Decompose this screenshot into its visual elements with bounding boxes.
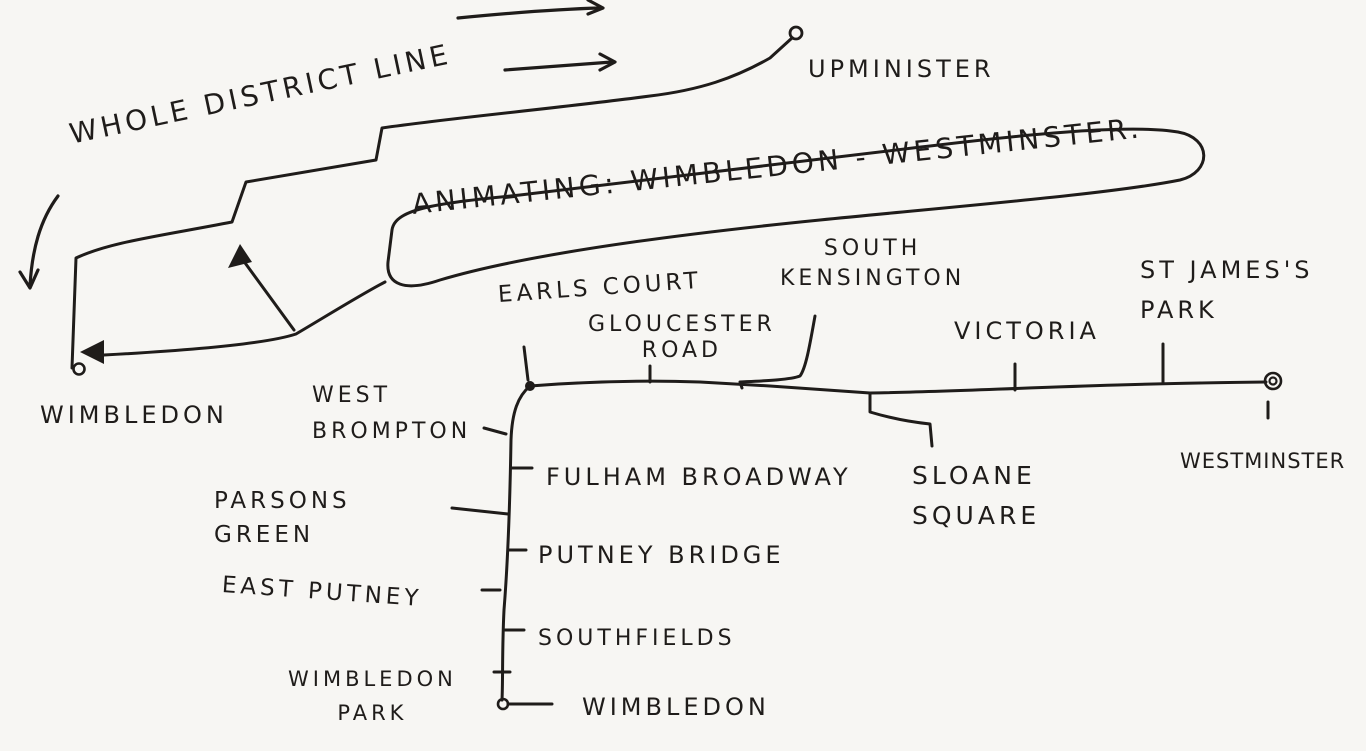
main-line [528,379,1268,395]
putney-bridge-label: PUTNEY BRIDGE [538,541,785,569]
earls-court-tick [522,345,530,382]
parsons-green-tick [450,506,510,516]
wimbledon-park-label: WIMBLEDON PARK [288,667,457,725]
sloane-square-tick [868,391,934,448]
victoria-label: VICTORIA [954,317,1100,345]
wimbledon-top-terminus [72,362,86,376]
district-line-arrow [503,52,617,72]
westminster-terminus [1263,371,1283,391]
st-james-park-label: ST JAMES'S PARK [1140,256,1314,324]
upminster-label: UPMINISTER [808,55,995,83]
fulham-broadway-label: FULHAM BROADWAY [546,463,852,491]
westminster-terminus-inner [1268,376,1278,386]
gloucester-road-label: GLOUCESTER ROAD [588,312,776,363]
animating-oval [386,127,1206,288]
curved-down-arrow [18,194,60,290]
west-brompton-tick [482,426,508,436]
west-brompton-label: WEST BROMPTON [312,383,472,444]
upminster-terminus [788,25,804,41]
wimbledon-top-label: WIMBLEDON [40,401,228,429]
branch-line [500,384,532,702]
up-arrow [238,254,296,332]
westminster-label: WESTMINSTER [1180,449,1346,473]
wimbledon-label: WIMBLEDON [582,693,770,721]
parsons-green-label: PARSONS GREEN [214,488,351,548]
sloane-square-label: SLOANE SQUARE [912,461,1041,530]
top-arrow [456,0,605,20]
up-arrow-head [228,244,252,268]
south-kensington-label: SOUTH KENSINGTON [780,236,966,291]
animation-path [102,280,387,357]
southfields-label: SOUTHFIELDS [538,626,736,651]
south-kensington-tick [738,314,817,390]
whole-line-route [70,36,794,370]
left-arrow-head [80,340,104,364]
